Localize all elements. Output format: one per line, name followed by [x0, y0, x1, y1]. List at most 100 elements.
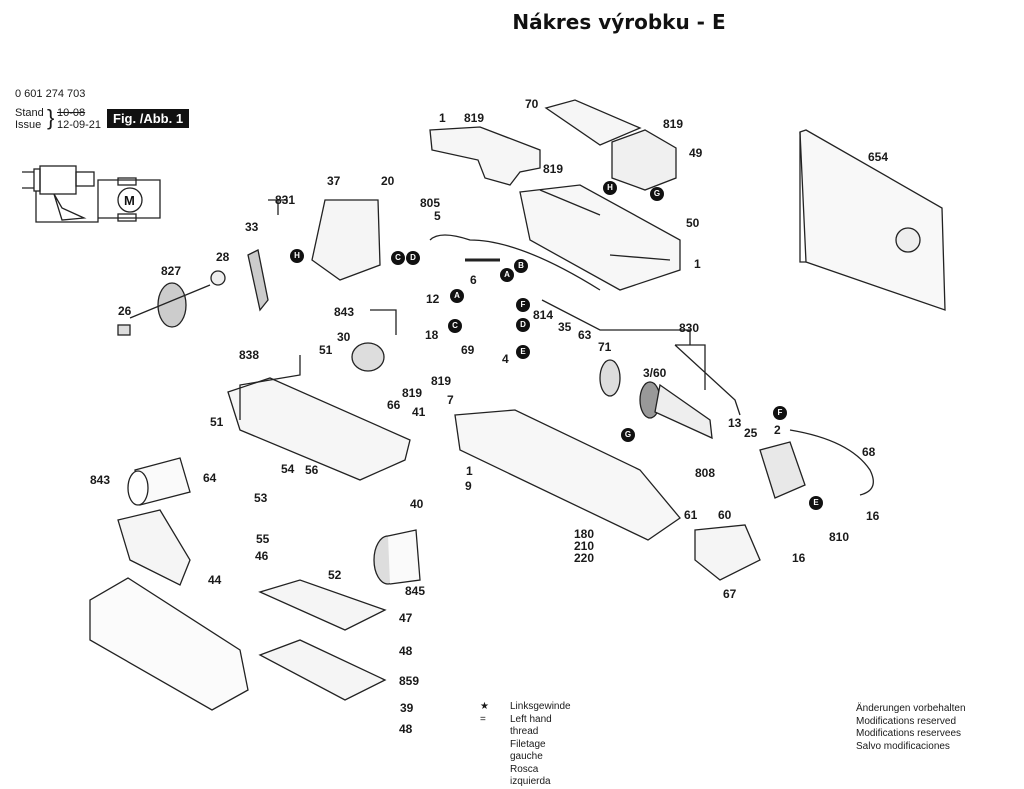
- label-819: 819: [464, 111, 485, 125]
- label-66: 66: [387, 398, 401, 412]
- legend-line: Änderungen vorbehalten: [856, 703, 966, 714]
- legend-line: Rosca izquierda: [510, 763, 551, 788]
- part-number: 0 601 274 703: [15, 88, 86, 100]
- label-16: 16: [792, 551, 806, 565]
- star-icon: ★ =: [480, 701, 489, 725]
- issue-date: 12-09-21: [57, 119, 102, 131]
- part-armature: [599, 359, 713, 440]
- label-220: 220: [574, 551, 595, 565]
- marker-d: D: [406, 251, 420, 265]
- label-46: 46: [255, 549, 269, 563]
- label-53: 53: [254, 491, 268, 505]
- label-69: 69: [461, 343, 475, 357]
- label-859: 859: [399, 674, 420, 688]
- part-plate-859: [258, 639, 387, 701]
- brace-symbol: }: [47, 105, 55, 130]
- label-33: 33: [245, 220, 259, 234]
- part-upper-housing: [519, 184, 681, 291]
- part-cap-49: [611, 129, 677, 191]
- label-654: 654: [868, 150, 889, 164]
- label-4: 4: [502, 352, 509, 366]
- label-819: 819: [402, 386, 423, 400]
- label-55: 55: [256, 532, 270, 546]
- marker-f: F: [773, 406, 787, 420]
- legend-line: Modifications reservees: [856, 728, 962, 739]
- label-7: 7: [447, 393, 454, 407]
- label-810: 810: [829, 530, 850, 544]
- part-power-cable: [429, 234, 601, 291]
- legend-line: Filetage gauche: [510, 738, 546, 763]
- label-61: 61: [684, 508, 698, 522]
- label-70: 70: [525, 97, 539, 111]
- label-180: 180: [574, 527, 595, 541]
- label-2: 2: [774, 423, 781, 437]
- dates: 10-08 12-09-21: [57, 107, 101, 131]
- label-819: 819: [663, 117, 684, 131]
- part-main-frame: [227, 377, 411, 481]
- marker-h: H: [603, 181, 617, 195]
- label-12: 12: [426, 292, 440, 306]
- motor-symbol: M: [124, 193, 135, 208]
- marker-c: C: [391, 251, 405, 265]
- page-title: Nákres výrobku - E: [512, 10, 726, 34]
- label-25: 25: [744, 426, 758, 440]
- part-lower-housing: [454, 409, 681, 541]
- label-28: 28: [216, 250, 230, 264]
- label-26: 26: [118, 304, 132, 318]
- label-20: 20: [381, 174, 395, 188]
- label-819: 819: [431, 374, 452, 388]
- label-60: 60: [718, 508, 732, 522]
- label-1: 1: [439, 111, 446, 125]
- marker-h: H: [290, 249, 304, 263]
- label-48: 48: [399, 644, 413, 658]
- part-handle-cover: [429, 126, 541, 186]
- label-67: 67: [723, 587, 737, 601]
- marker-c: C: [448, 319, 462, 333]
- marker-a: A: [450, 289, 464, 303]
- part-sanding-belt: [89, 577, 249, 711]
- label-52: 52: [328, 568, 342, 582]
- label-831: 831: [275, 193, 296, 207]
- part-roller-845: [373, 529, 421, 585]
- stand-issue-labels: Stand Issue: [15, 107, 44, 131]
- label-51: 51: [319, 343, 333, 357]
- marker-f: F: [516, 298, 530, 312]
- marker-e: E: [516, 345, 530, 359]
- label-40: 40: [410, 497, 424, 511]
- label-843: 843: [334, 305, 355, 319]
- label-13: 13: [728, 416, 742, 430]
- label-845: 845: [405, 584, 426, 598]
- part-bracket: [117, 509, 191, 586]
- bracket-lines: [239, 199, 741, 420]
- stand-date: 10-08: [57, 107, 86, 119]
- part-stator: [759, 429, 874, 499]
- marker-e: E: [809, 496, 823, 510]
- label-41: 41: [412, 405, 426, 419]
- label-51: 51: [210, 415, 224, 429]
- part-plate-47: [258, 579, 387, 631]
- label-47: 47: [399, 611, 413, 625]
- label-843: 843: [90, 473, 111, 487]
- part-gear-shaft: [117, 270, 226, 336]
- label-39: 39: [400, 701, 414, 715]
- label-49: 49: [689, 146, 703, 160]
- part-cover-70: [544, 99, 642, 146]
- stand-label: Stand: [15, 107, 44, 119]
- label-805: 805: [420, 196, 441, 210]
- exploded-view-drawing: M: [22, 99, 946, 711]
- label-830: 830: [679, 321, 700, 335]
- label-30: 30: [337, 330, 351, 344]
- wiring-schematic: [22, 165, 161, 223]
- label-3-60: 3/60: [643, 366, 667, 380]
- label-1: 1: [694, 257, 701, 271]
- label-71: 71: [598, 340, 612, 354]
- label-819: 819: [543, 162, 564, 176]
- label-814: 814: [533, 308, 554, 322]
- label-50: 50: [686, 216, 700, 230]
- label-5: 5: [434, 209, 441, 223]
- marker-a: A: [500, 268, 514, 282]
- label-54: 54: [281, 462, 295, 476]
- part-belt-cover: [311, 199, 381, 281]
- legend-modifications: Änderungen vorbehalten Modifications res…: [856, 703, 966, 753]
- legend-line: Linksgewinde: [510, 701, 571, 712]
